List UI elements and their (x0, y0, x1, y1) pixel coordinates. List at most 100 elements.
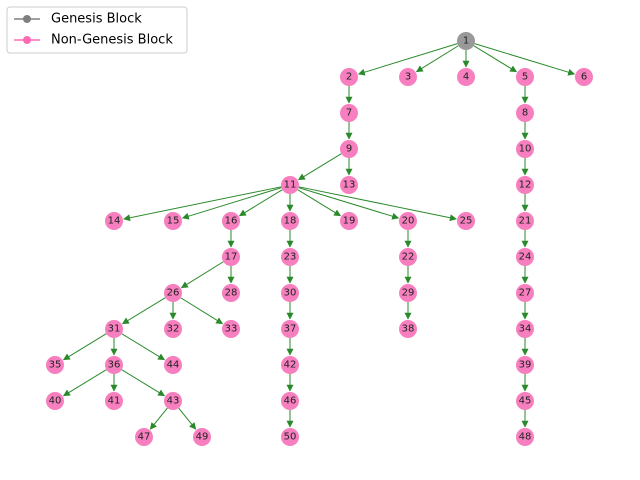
edge-26-33 (180, 297, 224, 325)
block-node-33: 33 (222, 320, 240, 338)
block-node-44: 44 (164, 356, 182, 374)
block-node-39: 39 (516, 356, 534, 374)
edge-36-43 (121, 369, 166, 397)
block-node-8: 8 (516, 104, 534, 122)
block-label: 39 (519, 360, 532, 371)
genesis-block-circle (457, 32, 475, 50)
block-node-28: 28 (222, 284, 240, 302)
block-node-35: 35 (46, 356, 64, 374)
block-label: 12 (519, 180, 532, 191)
block-node-11: 11 (281, 176, 299, 194)
block-node-1: 1 (457, 32, 475, 50)
block-label: 41 (108, 396, 121, 407)
block-node-32: 32 (164, 320, 182, 338)
block-label: 25 (460, 216, 473, 227)
block-node-37: 37 (281, 320, 299, 338)
block-node-7: 7 (340, 104, 358, 122)
block-label: 7 (346, 108, 352, 119)
block-label: 36 (108, 360, 121, 371)
block-circle (281, 284, 299, 302)
edge-17-26 (180, 261, 224, 289)
block-circle (457, 212, 475, 230)
block-label: 45 (519, 396, 532, 407)
edge-1-3 (415, 45, 459, 73)
block-circle (399, 320, 417, 338)
block-label: 34 (519, 324, 532, 335)
block-label: 42 (284, 360, 297, 371)
block-label: 16 (225, 216, 238, 227)
block-node-20: 20 (399, 212, 417, 230)
block-circle (46, 392, 64, 410)
block-label: 29 (402, 288, 415, 299)
edge-31-44 (121, 333, 166, 361)
block-node-6: 6 (575, 68, 593, 86)
block-circle (281, 356, 299, 374)
block-circle (516, 68, 534, 86)
block-node-41: 41 (105, 392, 123, 410)
block-node-48: 48 (516, 428, 534, 446)
block-node-38: 38 (399, 320, 417, 338)
block-node-46: 46 (281, 392, 299, 410)
block-circle (222, 320, 240, 338)
block-node-12: 12 (516, 176, 534, 194)
block-circle (516, 356, 534, 374)
block-circle (457, 68, 475, 86)
edge-36-40 (62, 369, 107, 397)
block-circle (46, 356, 64, 374)
block-node-50: 50 (281, 428, 299, 446)
block-node-15: 15 (164, 212, 182, 230)
block-circle (516, 428, 534, 446)
edge-11-16 (238, 189, 283, 217)
block-label: 1 (463, 36, 469, 47)
block-node-19: 19 (340, 212, 358, 230)
block-label: 28 (225, 288, 238, 299)
block-label: 23 (284, 252, 297, 263)
block-label: 8 (522, 108, 528, 119)
block-circle (281, 176, 299, 194)
block-circle (105, 392, 123, 410)
block-circle (399, 212, 417, 230)
block-node-17: 17 (222, 248, 240, 266)
block-label: 14 (108, 216, 121, 227)
block-node-45: 45 (516, 392, 534, 410)
legend-frame (6, 6, 188, 54)
block-node-21: 21 (516, 212, 534, 230)
edge-11-20 (298, 187, 400, 220)
block-node-5: 5 (516, 68, 534, 86)
block-label: 44 (167, 360, 180, 371)
block-label: 30 (284, 288, 297, 299)
block-circle (164, 320, 182, 338)
block-label: 48 (519, 432, 532, 443)
block-label: 50 (284, 432, 297, 443)
block-circle (516, 104, 534, 122)
block-node-43: 43 (164, 392, 182, 410)
block-circle (281, 392, 299, 410)
block-circle (340, 176, 358, 194)
block-circle (516, 320, 534, 338)
edge-31-35 (62, 333, 107, 361)
block-label: 10 (519, 144, 532, 155)
block-circle (399, 248, 417, 266)
block-node-31: 31 (105, 320, 123, 338)
block-label: 47 (138, 432, 151, 443)
block-label: 22 (402, 252, 415, 263)
edge-43-47 (149, 407, 168, 430)
block-circle (222, 284, 240, 302)
block-node-18: 18 (281, 212, 299, 230)
block-label: 31 (108, 324, 121, 335)
block-circle (399, 68, 417, 86)
edge-26-31 (121, 297, 166, 325)
block-node-40: 40 (46, 392, 64, 410)
edge-43-49 (178, 407, 197, 430)
block-node-14: 14 (105, 212, 123, 230)
block-label: 15 (167, 216, 180, 227)
block-circle (340, 140, 358, 158)
block-label: 46 (284, 396, 297, 407)
block-node-10: 10 (516, 140, 534, 158)
block-label: 2 (346, 72, 352, 83)
block-label: 19 (343, 216, 356, 227)
block-circle (105, 320, 123, 338)
edge-11-14 (123, 186, 282, 222)
block-node-30: 30 (281, 284, 299, 302)
